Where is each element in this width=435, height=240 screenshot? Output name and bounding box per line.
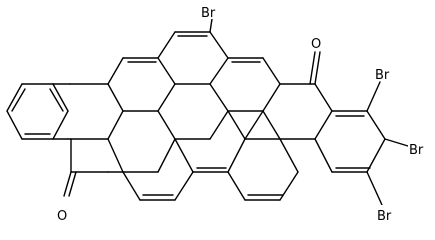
bond-line-36 [209, 83, 229, 112]
bond-line-48 [209, 18, 213, 33]
bond-line-55 [314, 51, 321, 85]
bond-line-32 [174, 171, 194, 201]
bond-line-46 [209, 57, 229, 85]
bond-line-16 [63, 171, 72, 197]
bond-line-7 [49, 88, 64, 112]
atom-labels: Br O O Br Br Br [56, 2, 432, 224]
bond-line-6 [11, 88, 26, 112]
bromine-label-top: Br [201, 6, 216, 21]
bond-line-63 [279, 138, 299, 173]
bond-line-64 [279, 171, 299, 201]
chemical-structure-canvas: Br O O Br Br Br [6, 2, 432, 224]
bond-line-45 [209, 31, 229, 59]
bond-line-56 [309, 51, 316, 85]
mask-br-top [200, 2, 224, 19]
bond-line-0 [6, 83, 23, 112]
bond-line-2 [52, 83, 69, 112]
bromine-label-right-lower: Br [377, 209, 392, 224]
bond-line-27 [157, 110, 176, 140]
bond-line-57 [314, 83, 333, 112]
bond-line-28 [157, 138, 176, 173]
bond-line-33 [174, 138, 194, 173]
bond-line-5 [6, 110, 23, 140]
bond-line-70 [366, 138, 386, 173]
bond-line-30 [122, 171, 141, 201]
mask-o-top [310, 33, 326, 51]
bond-line-21 [107, 57, 124, 85]
bond-line-12 [107, 110, 124, 140]
bond-lines [6, 18, 409, 206]
bond-line-69 [366, 110, 386, 140]
bond-line-40 [227, 138, 246, 173]
bond-line-41 [227, 110, 246, 140]
bond-line-60 [262, 110, 281, 140]
bromine-label-right-middle: Br [409, 143, 424, 158]
mask-o-bottom [56, 205, 72, 223]
bond-line-76 [384, 138, 409, 147]
oxygen-label-top: O [311, 37, 321, 52]
bond-line-19 [107, 138, 124, 173]
mask-br-right2 [408, 139, 432, 156]
oxygen-label-bottom: O [57, 209, 67, 224]
bond-line-3 [52, 110, 69, 140]
bond-line-72 [314, 138, 333, 173]
bond-line-77 [366, 171, 383, 206]
bond-line-58 [314, 110, 333, 140]
bond-line-62 [244, 110, 264, 140]
bond-line-37 [209, 110, 229, 140]
mask-br-right3 [376, 205, 400, 222]
molecule-diagram: Br O O Br Br Br [6, 2, 432, 224]
bond-line-17 [68, 171, 77, 197]
bond-line-51 [262, 83, 281, 112]
bond-line-11 [107, 83, 124, 112]
bond-line-50 [262, 57, 281, 85]
bond-line-66 [227, 171, 246, 201]
bond-line-24 [157, 83, 176, 112]
bond-line-43 [157, 31, 176, 59]
bromine-label-right-upper: Br [375, 68, 390, 83]
bond-line-23 [157, 57, 176, 85]
mask-br-right1 [374, 64, 398, 81]
bond-line-75 [366, 81, 381, 112]
